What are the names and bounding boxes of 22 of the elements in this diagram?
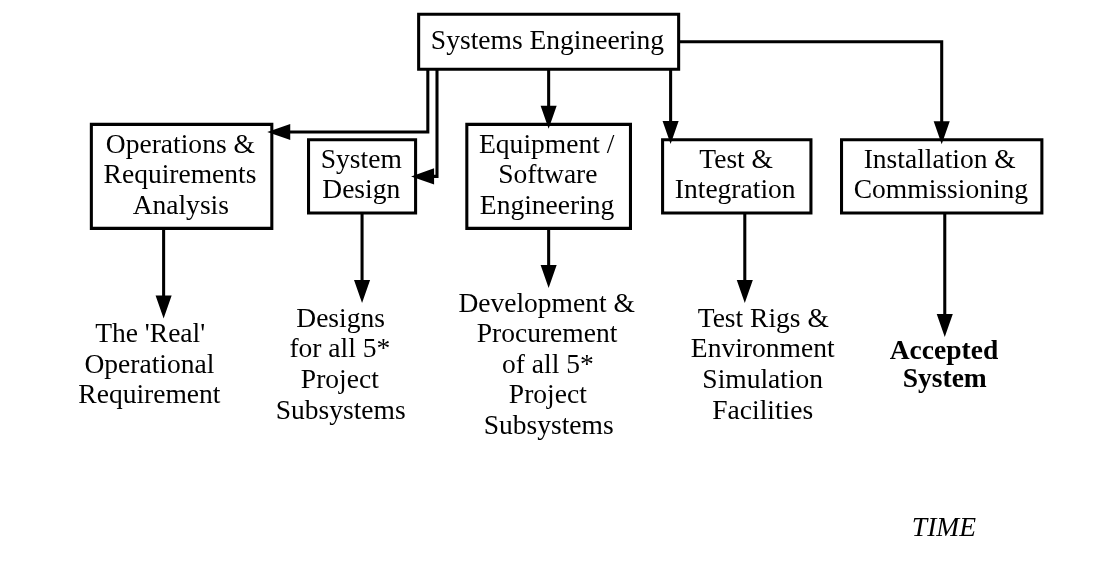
arrow: [155, 228, 172, 319]
node-text: The 'Real' Operational Requirement: [77, 317, 220, 410]
arrow: [540, 228, 557, 288]
node-text: Designs for all 5* Project Subsystems: [275, 301, 406, 425]
node-text: Accepted System: [889, 333, 998, 393]
arrow: [353, 213, 370, 304]
node-box: System Design: [306, 138, 417, 215]
node-text: Test Rigs & Environment Simulation Facilities: [690, 301, 835, 425]
label: TIME: [911, 511, 976, 543]
arrow: [540, 69, 557, 129]
node-text: Development & Procurement of all 5* Project Subsystems: [457, 286, 635, 440]
node-box: Equipment / Software Engineering: [464, 122, 632, 230]
arrow: [410, 69, 439, 185]
arrow: [678, 40, 950, 145]
arrow: [266, 69, 429, 141]
node-box: Systems Engineering: [416, 12, 680, 71]
arrow: [662, 69, 679, 144]
arrow: [936, 213, 953, 337]
node-box: Installation & Commissioning: [839, 138, 1043, 215]
node-box: Operations & Requirements Analysis: [89, 122, 273, 230]
node-box: Test & Integration: [660, 138, 812, 215]
arrow: [736, 213, 753, 304]
